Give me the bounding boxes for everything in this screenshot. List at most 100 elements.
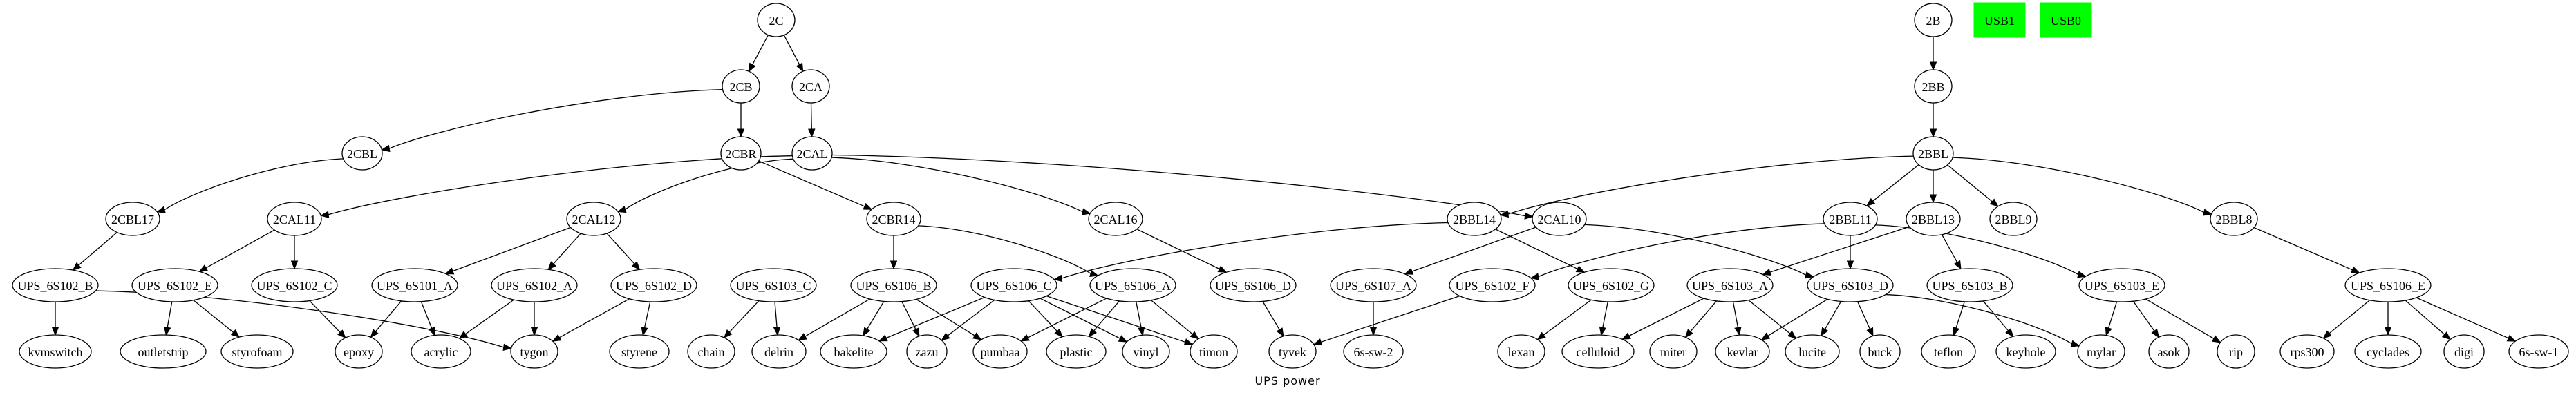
arrowhead-icon [198, 264, 209, 272]
node-delrin: delrin [751, 334, 807, 369]
node-celluloid: celluloid [1561, 334, 1635, 369]
edge-2cal11-to-ups-6s102-c [290, 235, 299, 270]
arrowhead-icon [1575, 265, 1586, 273]
edge-line [1495, 229, 1578, 270]
node-ups-6s106-e: UPS_6S106_E [2344, 268, 2432, 302]
edge-line [1543, 299, 1592, 336]
arrowhead-icon [1929, 128, 1937, 138]
arrowhead-icon [290, 260, 299, 270]
node-mylar: mylar [2077, 334, 2125, 369]
node-ellipse-shape [1715, 334, 1770, 369]
edge-ups-6s102-g-to-celluloid [1599, 301, 1608, 336]
node-2cbr14: 2CBR14 [866, 202, 921, 236]
edge-line [420, 301, 433, 329]
node-2bbl8: 2BBL8 [2210, 202, 2258, 236]
edge-ups-6s103-b-to-teflon [1953, 301, 1965, 336]
edge-2cbr14-to-ups-6s106-b [890, 235, 898, 270]
arrowhead-icon [1684, 329, 1694, 338]
node-zazu: zazu [906, 334, 948, 369]
node-label: 6s-sw-1 [2519, 345, 2559, 359]
node-2bbl13: 2BBL13 [1906, 202, 1961, 236]
arrowhead-icon [1989, 198, 1999, 207]
node-label: lucite [1798, 345, 1826, 359]
node-ups-6s102-f: UPS_6S102_F [1449, 268, 1536, 302]
edge-ups-6s103-d-to-lucite [1821, 301, 1842, 337]
node-label: chain [698, 345, 725, 359]
node-ellipse-shape [2210, 202, 2258, 236]
node-ups-6s106-c: UPS_6S106_C [970, 268, 1057, 302]
arrowhead-icon [912, 327, 920, 338]
arrowhead-icon [796, 62, 804, 73]
arrowhead-icon [2070, 340, 2080, 347]
node-ups-6s102-e: UPS_6S102_E [131, 268, 218, 302]
edge-ups-6s102-e-to-styrofoam [193, 300, 241, 338]
edge-line [1040, 298, 1120, 339]
node-ellipse-shape [1561, 334, 1635, 369]
arrowhead-icon [1953, 260, 1962, 270]
node-ellipse-shape [1449, 268, 1536, 302]
arrowhead-icon [1866, 327, 1874, 337]
arrowhead-icon [863, 202, 873, 210]
arrowhead-icon [1190, 331, 1199, 340]
arrowhead-icon [370, 329, 379, 338]
edge-line [625, 158, 793, 210]
node-acrylic: acrylic [411, 334, 471, 369]
node-ellipse-shape [1859, 334, 1901, 369]
edge-2bbl13-to-ups-6s103-b [1941, 234, 1962, 270]
node-label: digi [2454, 345, 2474, 359]
arrowhead-icon [631, 261, 641, 271]
edge-line [1769, 226, 1910, 273]
arrowhead-icon [1137, 326, 1145, 336]
arrowhead-icon [444, 267, 455, 275]
node-ellipse-shape [866, 202, 921, 236]
node-ellipse-shape [1914, 69, 1953, 104]
edge-line [1507, 155, 1914, 215]
edge-ups-6s106-a-to-vinyl [1136, 301, 1145, 336]
node-label: 2CBR14 [872, 213, 915, 227]
node-label: UPS_6S106_E [2351, 279, 2425, 293]
edge-line [1875, 224, 2079, 276]
node-ellipse-shape [730, 268, 817, 302]
arrowhead-icon [230, 329, 241, 338]
edge-line [947, 299, 995, 336]
arrowhead-icon [1621, 332, 1631, 340]
arrowhead-icon [1183, 338, 1194, 346]
arrowhead-icon [547, 261, 556, 271]
node-label: 2B [1926, 14, 1940, 28]
edge-ups-6s102-b-to-kvmswitch [51, 302, 59, 336]
arrowhead-icon [164, 326, 171, 336]
arrowhead-icon [972, 332, 982, 340]
edge-ups-6s106-e-to-rps300 [2322, 300, 2370, 339]
node-label: plastic [1060, 345, 1093, 359]
arrowhead-icon [1929, 194, 1937, 204]
node-label: 2BBL14 [1453, 213, 1496, 227]
edge-line [1886, 293, 2072, 345]
node-buck: buck [1859, 334, 1901, 369]
node-ellipse-shape [1686, 268, 1774, 302]
node-ellipse-shape [1989, 202, 2038, 236]
node-label: 2CA [799, 80, 822, 94]
edge-line [1953, 157, 2205, 213]
arrowhead-icon [2350, 266, 2360, 273]
edge-ups-6s106-c-to-zazu [941, 299, 995, 341]
node-chain: chain [687, 334, 735, 369]
edge-ups-6s106-b-to-bakelite [863, 301, 885, 337]
edge-2cbr14-to-ups-6s106-a [918, 225, 1099, 277]
node-2ca: 2CA [791, 69, 830, 104]
node-ellipse-shape [1649, 334, 1698, 369]
node-ellipse-shape [510, 334, 558, 369]
node-ellipse-shape [791, 69, 830, 104]
node-label: kvmswitch [28, 345, 83, 359]
edge-ups-6s101-a-to-acrylic [420, 301, 435, 336]
node-ellipse-shape [2279, 334, 2335, 369]
node-ellipse-shape [1268, 334, 1317, 369]
arrowhead-icon [156, 206, 166, 213]
edge-2cal12-to-ups-6s102-a [547, 233, 581, 271]
edge-2cb-to-2cbl [381, 89, 723, 153]
node-timon: timon [1190, 334, 1238, 369]
edge-line [1027, 298, 1107, 338]
graph-title: UPS power [1254, 374, 1320, 387]
node-ellipse-shape [610, 268, 697, 302]
node-pumbaa: pumbaa [972, 334, 1028, 369]
arrowhead-icon [1053, 274, 1063, 282]
